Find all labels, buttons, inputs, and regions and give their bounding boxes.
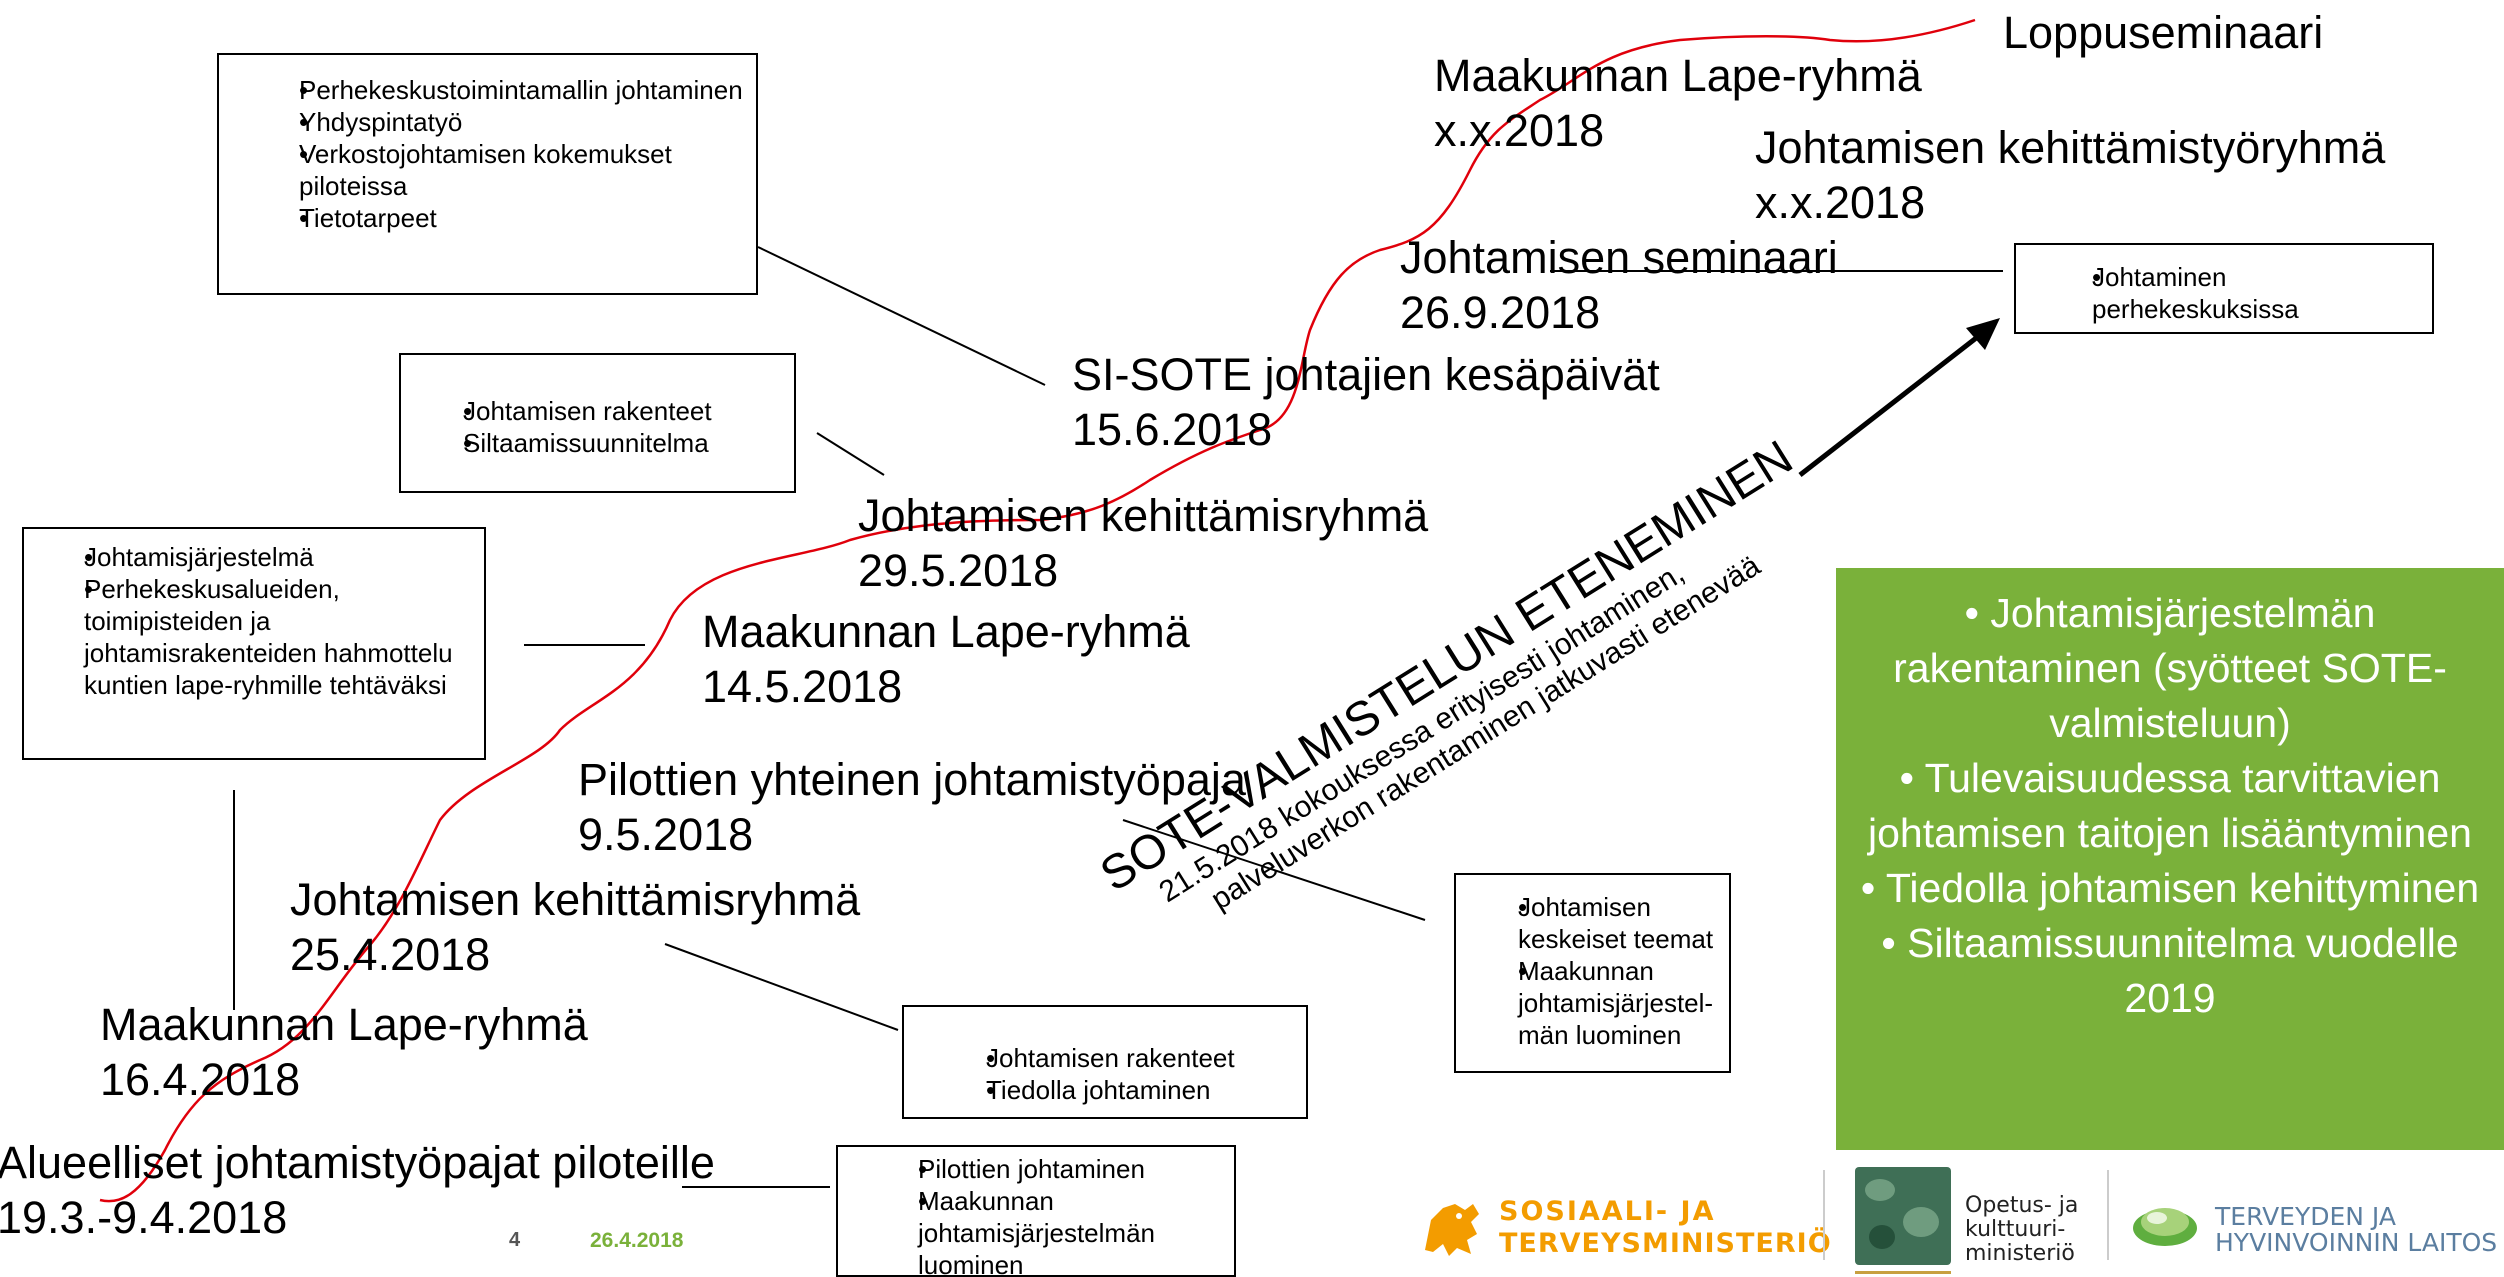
- connector-line: [664, 943, 899, 1031]
- list-item: Johtamisen keskeiset teemat: [1518, 891, 1719, 955]
- connector-line: [757, 246, 1046, 386]
- lion-icon: [1425, 1204, 1479, 1256]
- milestone-date: x.x.2018: [1434, 105, 1605, 156]
- milestone: Maakunnan Lape-ryhmä x.x.2018: [1434, 48, 1922, 158]
- stm-name-line1: SOSIAALI- JA: [1499, 1196, 1716, 1227]
- list-item: Tietotarpeet: [299, 202, 746, 234]
- connector-line: [1122, 819, 1426, 921]
- list-item: Perhekeskustoimintamallin johtaminen: [299, 74, 746, 106]
- milestone-date: 19.3.-9.4.2018: [0, 1192, 288, 1243]
- stm-logo: SOSIAALI- JA TERVEYSMINISTERIÖ: [1415, 1188, 1831, 1268]
- milestone-date: 9.5.2018: [578, 809, 754, 860]
- milestone-name: Pilottien yhteinen johtamistyöpaja: [578, 754, 1246, 805]
- info-box-center-bottom: Johtamisen rakenteet Tiedolla johtaminen: [902, 1005, 1308, 1119]
- goals-box: Johtamisjärjestelmän rakentaminen (syött…: [1836, 568, 2504, 1150]
- info-box-left: Johtamisjärjestelmä Perhekeskusalueiden,…: [22, 527, 486, 760]
- list-item: Johtamisjärjestelmä: [84, 541, 474, 573]
- logo-divider: [1823, 1170, 1825, 1260]
- stm-name-line2: TERVEYSMINISTERIÖ: [1499, 1228, 1832, 1259]
- list-item: Yhdyspintatyö: [299, 106, 746, 138]
- list-item: Johtamisen rakenteet: [986, 1042, 1296, 1074]
- list-item: Verkostojohtamisen kokemukset piloteissa: [299, 138, 746, 202]
- goal-item: Johtamisjärjestelmän rakentaminen (syött…: [1846, 586, 2494, 751]
- okm-name-line1: Opetus- ja: [1965, 1193, 2079, 1218]
- milestone-name: Maakunnan Lape-ryhmä: [1434, 50, 1922, 101]
- list-item: Pilottien johtaminen: [918, 1153, 1224, 1185]
- milestone: Pilottien yhteinen johtamistyöpaja 9.5.2…: [578, 752, 1246, 862]
- okm-underline: [1855, 1271, 1951, 1274]
- list-item: Maakunnan johtamisjärjestel-män luominen: [1518, 955, 1719, 1051]
- list-item: Siltaamissuunnitelma: [463, 427, 784, 459]
- goal-item: Siltaamissuunnitelma vuodelle 2019: [1846, 916, 2494, 1026]
- info-box-middle-left: Johtamisen rakenteet Siltaamissuunnitelm…: [399, 353, 796, 493]
- footer-date: 26.4.2018: [590, 1229, 684, 1252]
- list-item: Perhekeskusalueiden, toimipisteiden ja j…: [84, 573, 474, 701]
- info-box-top-right: Johtaminen perhekeskuksissa: [2014, 243, 2434, 334]
- milestone: Maakunnan Lape-ryhmä 14.5.2018: [702, 604, 1190, 714]
- milestone-name: Maakunnan Lape-ryhmä: [702, 606, 1190, 657]
- progress-arrow-line: [1798, 333, 1982, 477]
- milestone: Johtamisen kehittämistyöryhmä x.x.2018: [1755, 120, 2385, 230]
- milestone: Alueelliset johtamistyöpajat piloteille …: [0, 1135, 715, 1245]
- milestone-date: 15.6.2018: [1072, 404, 1273, 455]
- milestone-name: SI-SOTE johtajien kesäpäivät: [1072, 349, 1660, 400]
- connector-line: [816, 432, 885, 476]
- milestone-date: x.x.2018: [1755, 177, 1926, 228]
- thl-globe-icon: [2133, 1208, 2197, 1246]
- info-box-bottom: Pilottien johtaminen Maakunnan johtamisj…: [836, 1145, 1236, 1277]
- milestone-date: 25.4.2018: [290, 929, 491, 980]
- okm-name-line3: ministeriö: [1965, 1241, 2075, 1266]
- milestone: SI-SOTE johtajien kesäpäivät 15.6.2018: [1072, 347, 1660, 457]
- info-box-top-left: Perhekeskustoimintamallin johtaminen Yhd…: [217, 53, 758, 295]
- list-item: Johtamisen rakenteet: [463, 395, 784, 427]
- timeline-curve: [99, 18, 1976, 1203]
- thl-name-line1: TERVEYDEN JA: [2215, 1202, 2396, 1231]
- milestone-name: Maakunnan Lape-ryhmä: [100, 999, 588, 1050]
- milestone: Johtamisen kehittämisryhmä 29.5.2018: [858, 488, 1428, 598]
- milestone-name: Alueelliset johtamistyöpajat piloteille: [0, 1137, 715, 1188]
- goal-item: Tulevaisuudessa tarvittavien johtamisen …: [1846, 751, 2494, 861]
- milestone-name: Johtamisen seminaari: [1400, 232, 1838, 283]
- milestone-date: 26.9.2018: [1400, 287, 1601, 338]
- milestone-name: Johtamisen kehittämisryhmä: [858, 490, 1429, 541]
- thl-name-line2: HYVINVOINNIN LAITOS: [2215, 1228, 2498, 1257]
- thl-logo: TERVEYDEN JA HYVINVOINNIN LAITOS: [2130, 1198, 2504, 1258]
- list-item: Johtaminen perhekeskuksissa: [2092, 261, 2422, 325]
- list-item: Maakunnan johtamisjärjestelmän luominen: [918, 1185, 1224, 1275]
- milestone-date: 29.5.2018: [858, 545, 1059, 596]
- page-number: 4: [509, 1229, 521, 1251]
- goal-item: Tiedolla johtamisen kehittyminen: [1846, 861, 2494, 916]
- list-item: Tiedolla johtaminen: [986, 1074, 1296, 1106]
- okm-emblem: [1855, 1167, 1951, 1265]
- milestone: Loppuseminaari: [2003, 5, 2323, 60]
- milestone-date: 14.5.2018: [702, 661, 903, 712]
- milestone: Johtamisen seminaari 26.9.2018: [1400, 230, 1838, 340]
- milestone: Maakunnan Lape-ryhmä 16.4.2018: [100, 997, 588, 1107]
- milestone-date: 16.4.2018: [100, 1054, 301, 1105]
- milestone: Johtamisen kehittämisryhmä 25.4.2018: [290, 872, 860, 982]
- progress-arrowhead: [1966, 318, 2000, 350]
- okm-name-line2: kulttuuri-: [1965, 1217, 2066, 1242]
- logo-divider: [2107, 1170, 2109, 1260]
- milestone-name: Johtamisen kehittämistyöryhmä: [1755, 122, 2386, 173]
- info-box-right-small: Johtamisen keskeiset teemat Maakunnan jo…: [1454, 873, 1731, 1073]
- okm-logo: Opetus- ja kulttuuri- ministeriö: [1855, 1167, 2105, 1277]
- milestone-name: Johtamisen kehittämisryhmä: [290, 874, 861, 925]
- milestone-name: Loppuseminaari: [2003, 7, 2324, 58]
